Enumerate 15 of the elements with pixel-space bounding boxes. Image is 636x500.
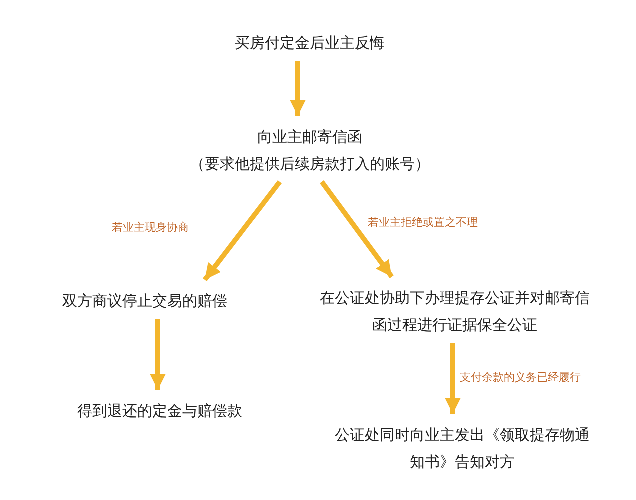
arrow xyxy=(290,61,306,116)
arrow xyxy=(150,319,166,390)
step-text: 双方商议停止交易的赔偿 xyxy=(62,291,228,312)
step-text: 在公证处协助下办理提存公证并对邮寄信函过程进行证据保全公证 xyxy=(319,288,591,336)
step-text: 得到退还的定金与赔偿款 xyxy=(76,401,244,422)
step-text: 向业主邮寄信函 xyxy=(256,127,364,148)
step-text: 公证处同时向业主发出《领取提存物通知书》告知对方 xyxy=(334,425,591,473)
edge-label: 支付余款的义务已经履行 xyxy=(460,371,581,385)
arrow xyxy=(445,343,461,414)
arrow xyxy=(203,180,282,282)
edge-label: 若业主拒绝或置之不理 xyxy=(368,216,478,230)
edge-label: 若业主现身协商 xyxy=(112,221,189,235)
step-text: 买房付定金后业主反悔 xyxy=(234,33,386,54)
step-note: （要求他提供后续房款打入的账号） xyxy=(189,154,431,175)
arrow xyxy=(320,180,394,278)
